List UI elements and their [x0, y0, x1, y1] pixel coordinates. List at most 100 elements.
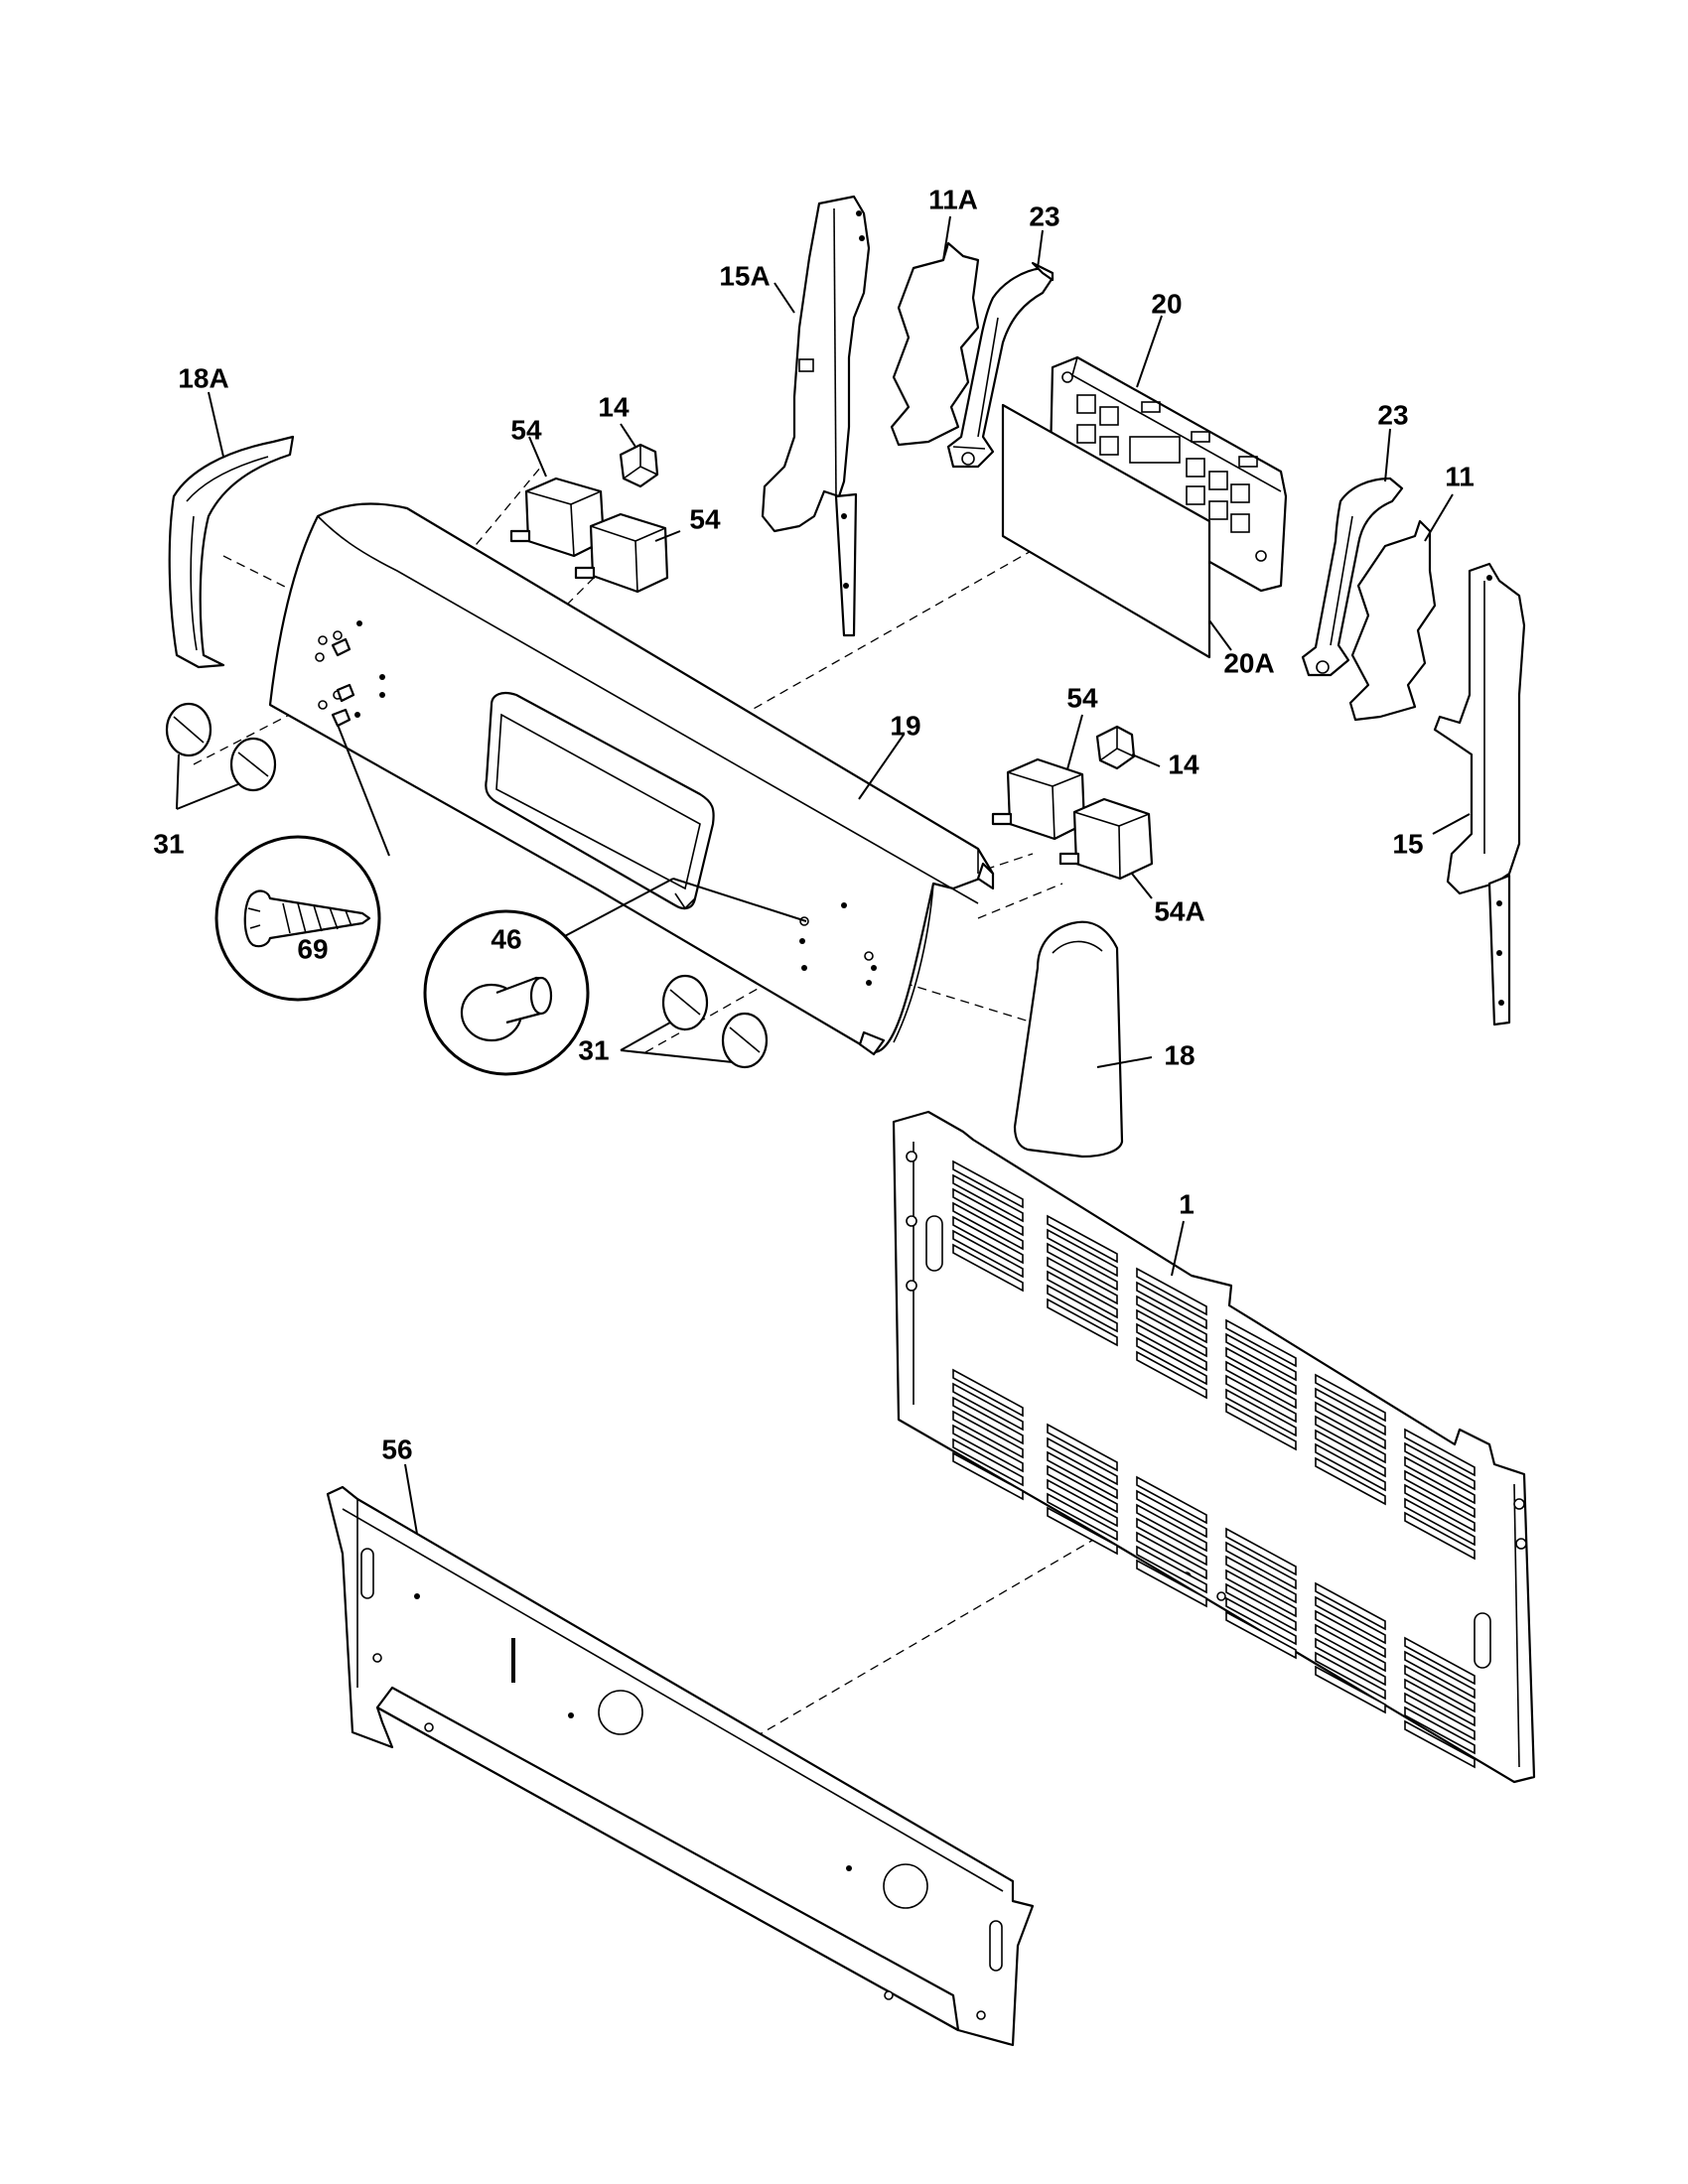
vent-louver	[952, 1410, 1024, 1459]
vent-louver	[1404, 1441, 1476, 1491]
part-54-lower-switch[interactable]	[991, 757, 1086, 841]
vent-louver	[1225, 1402, 1297, 1451]
vent-louver	[1315, 1665, 1386, 1714]
vent-louver	[1404, 1497, 1476, 1547]
vent-louver	[1404, 1664, 1476, 1713]
vent-louver	[1404, 1428, 1476, 1477]
vent-louver	[1315, 1581, 1386, 1631]
callout-15A: 15A	[719, 260, 770, 291]
callout-14-upper: 14	[598, 391, 630, 422]
rear-panel-vents	[952, 1160, 1476, 1769]
vent-louver	[952, 1187, 1024, 1237]
part-14-upper-switch[interactable]	[619, 443, 659, 488]
part-56-lower-rear-panel[interactable]	[326, 1485, 1035, 2047]
vent-louver	[1047, 1242, 1118, 1292]
callout-20: 20	[1151, 288, 1182, 319]
vent-louver	[1136, 1517, 1207, 1567]
vent-louver	[1404, 1678, 1476, 1727]
vent-louver	[1315, 1373, 1386, 1423]
vent-louver	[952, 1201, 1024, 1251]
part-31-right-knobs[interactable]	[661, 974, 769, 1069]
vent-louver	[1047, 1506, 1118, 1556]
vent-louver	[1136, 1308, 1207, 1358]
vent-louver	[1315, 1415, 1386, 1464]
vent-louver	[1047, 1423, 1118, 1472]
vent-louver	[1225, 1360, 1297, 1410]
callout-54-upper-left: 54	[510, 414, 542, 445]
vent-louver	[1404, 1719, 1476, 1769]
vent-louver	[1225, 1555, 1297, 1604]
vent-louver	[952, 1382, 1024, 1432]
part-54A-lower-switch[interactable]	[1058, 797, 1154, 881]
callout-1: 1	[1179, 1188, 1195, 1219]
part-23-right-harness-clip[interactable]	[1301, 477, 1404, 677]
part-15-right-bracket[interactable]	[1433, 562, 1526, 1026]
vent-louver	[1404, 1483, 1476, 1533]
vent-louver	[1315, 1637, 1386, 1687]
callout-23-left: 23	[1029, 201, 1059, 231]
vent-louver	[952, 1160, 1024, 1209]
callout-56: 56	[381, 1433, 412, 1464]
vent-louver	[1404, 1650, 1476, 1700]
callout-31-left: 31	[153, 828, 184, 859]
part-15A-left-bracket[interactable]	[761, 195, 871, 637]
detail-46-button[interactable]	[423, 878, 807, 1076]
part-11-right-side-panel[interactable]	[1348, 519, 1437, 722]
vent-louver	[952, 1243, 1024, 1293]
vent-louver	[1404, 1692, 1476, 1741]
callout-54A: 54A	[1154, 895, 1204, 926]
callout-18: 18	[1164, 1039, 1195, 1070]
callout-14-lower: 14	[1168, 749, 1199, 779]
part-54-upper-right-switch[interactable]	[574, 512, 669, 594]
part-19-control-panel[interactable]	[268, 502, 995, 1056]
vent-louver	[1315, 1609, 1386, 1659]
vent-louver	[1225, 1582, 1297, 1632]
vent-louver	[952, 1368, 1024, 1418]
vent-louver	[1047, 1256, 1118, 1305]
vent-louver	[1225, 1610, 1297, 1660]
vent-louver	[1225, 1541, 1297, 1590]
part-1-rear-panel[interactable]	[892, 1110, 1536, 1784]
part-11A-left-side-panel[interactable]	[890, 241, 980, 447]
callout-20A: 20A	[1223, 647, 1274, 678]
detail-69-screw[interactable]	[214, 724, 390, 1002]
vent-louver	[1136, 1350, 1207, 1400]
vent-louver	[1047, 1478, 1118, 1528]
part-14-lower-switch[interactable]	[1095, 725, 1136, 770]
part-18-right-end-cap[interactable]	[1013, 920, 1124, 1159]
callout-46: 46	[491, 923, 521, 954]
callout-18A: 18A	[178, 362, 228, 393]
vent-louver	[1047, 1464, 1118, 1514]
vent-louver	[1225, 1374, 1297, 1424]
vent-louver	[1225, 1332, 1297, 1382]
vent-louver	[952, 1215, 1024, 1265]
part-31-left-knobs[interactable]	[165, 702, 277, 792]
vent-louver	[1136, 1489, 1207, 1539]
vent-louver	[952, 1451, 1024, 1501]
callout-11A: 11A	[928, 184, 978, 214]
vent-louver	[1404, 1455, 1476, 1505]
vent-louver	[1315, 1595, 1386, 1645]
callout-23-right: 23	[1377, 399, 1408, 430]
vent-louver	[952, 1173, 1024, 1223]
vent-louver	[1047, 1284, 1118, 1333]
control-board-components	[1076, 394, 1258, 533]
part-18A-left-end-cap[interactable]	[168, 435, 295, 669]
part-54-upper-left-switch[interactable]	[509, 477, 606, 558]
vent-louver	[1315, 1401, 1386, 1450]
part-20A-control-overlay[interactable]	[1001, 403, 1211, 659]
vent-louver	[1315, 1387, 1386, 1436]
vent-louver	[1136, 1281, 1207, 1330]
leader-lines	[176, 215, 1471, 1535]
vent-louver	[1047, 1450, 1118, 1500]
vent-louver	[1315, 1623, 1386, 1673]
callout-54-upper-right: 54	[689, 503, 721, 534]
callout-labels: 1 11 11A 14 14 15 15A 18 18A 19 20 20A 2…	[153, 184, 1474, 1464]
vent-louver	[952, 1229, 1024, 1279]
vent-louver	[1225, 1346, 1297, 1396]
vent-louver	[1047, 1270, 1118, 1319]
callout-69: 69	[297, 933, 328, 964]
vent-louver	[1136, 1295, 1207, 1344]
vent-louver	[1315, 1651, 1386, 1701]
